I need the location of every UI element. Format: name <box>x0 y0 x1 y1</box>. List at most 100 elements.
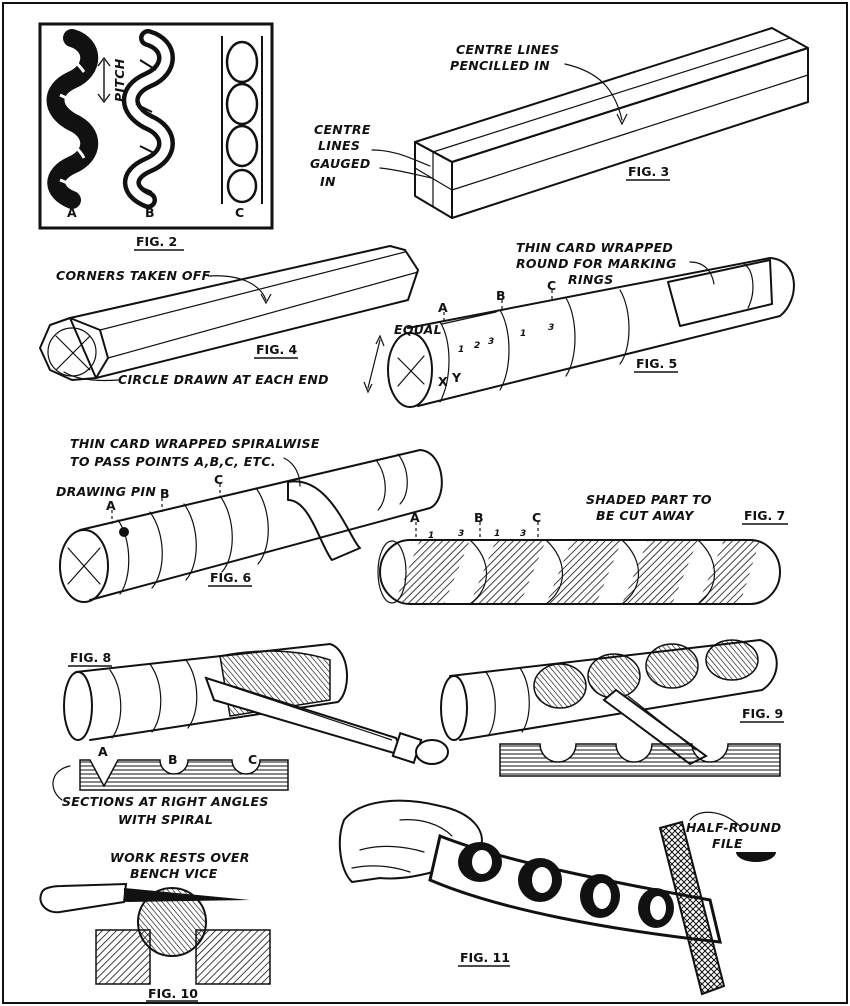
fig2-group: PITCH A B C FIG. 2 <box>38 22 274 251</box>
fig10-rest-label-2: BENCH VICE <box>130 866 218 881</box>
fig8-section-a: A <box>98 744 108 759</box>
fig6-cylinder-end <box>59 529 109 603</box>
fig7-point-c: C <box>532 510 541 525</box>
fig4-bar-end <box>39 317 109 381</box>
fig11-group: HALF-ROUND FILE FIG. 11 <box>338 799 781 996</box>
fig9-caption: FIG. 9 <box>742 706 783 721</box>
fig7-shaded-label-2: BE CUT AWAY <box>596 508 695 523</box>
fig11-file-label-2: FILE <box>712 836 743 851</box>
fig5-ring-number-2: 2 <box>474 341 480 351</box>
fig11-half-round-file <box>658 820 726 996</box>
fig3-gauged-label-2: LINES <box>318 138 360 153</box>
fig9-section <box>499 743 781 777</box>
fig8-sections-label-2: WITH SPIRAL <box>118 812 213 827</box>
fig2-label-c: C <box>235 205 244 220</box>
fig3-block-end <box>414 141 453 219</box>
fig7-number-3: 1 <box>494 529 500 539</box>
fig6-point-a: A <box>106 498 116 513</box>
fig10-caption: FIG. 10 <box>148 986 198 1001</box>
fig4-circle-label: CIRCLE DRAWN AT EACH END <box>118 372 329 387</box>
fig5-cylinder-end <box>387 332 433 408</box>
fig2-pitch-label: PITCH <box>112 58 127 102</box>
fig4-corners-label: CORNERS TAKEN OFF <box>56 268 211 283</box>
fig7-number-2: 3 <box>458 529 464 539</box>
fig11-caption: FIG. 11 <box>460 950 510 965</box>
fig11-file-section-icon <box>736 852 776 862</box>
fig10-tool-blade <box>124 888 250 902</box>
fig10-group: WORK RESTS OVER BENCH VICE FIG. 10 <box>39 850 271 1002</box>
fig2-spiral-b <box>121 29 175 209</box>
fig11-file-label-1: HALF-ROUND <box>686 820 781 835</box>
fig7-shaded-band-3 <box>546 540 622 604</box>
fig5-x-label: X <box>438 374 448 389</box>
fig5-cylinder <box>407 257 795 407</box>
fig8-chisel-handle <box>415 739 449 765</box>
fig6-cylinder <box>79 449 443 601</box>
fig8-group: A B C SECTIONS AT RIGHT ANGLES WITH SPIR… <box>52 643 449 827</box>
fig7-shaded-band-5 <box>698 540 760 604</box>
fig7-shaded-band-1 <box>394 540 470 604</box>
fig10-workpiece-section <box>137 887 207 957</box>
fig2-caption: FIG. 2 <box>136 234 177 249</box>
fig3-gauged-label-1: CENTRE <box>314 122 371 137</box>
fig8-section-c: C <box>248 752 257 767</box>
fig6-card-label-1: THIN CARD WRAPPED SPIRALWISE <box>70 436 320 451</box>
fig6-pin-label: DRAWING PIN <box>56 484 156 499</box>
fig6-caption: FIG. 6 <box>210 570 252 585</box>
fig7-caption: FIG. 7 <box>744 508 785 523</box>
fig3-pencilled-label-2: PENCILLED IN <box>450 58 550 73</box>
fig5-ring-number-3: 3 <box>488 337 494 347</box>
fig8-caption: FIG. 8 <box>70 650 111 665</box>
fig8-section-b: B <box>168 752 178 767</box>
fig10-vice-jaw-right <box>195 929 271 985</box>
fig5-equal-label: EQUAL <box>394 322 442 337</box>
fig6-group: A B C DRAWING PIN THIN CARD WRAPPED SPIR… <box>56 436 443 603</box>
fig8-sections <box>79 759 289 791</box>
fig2-spiral-a <box>46 29 99 209</box>
fig5-ring-number-1: 1 <box>458 345 464 355</box>
fig7-point-a: A <box>410 510 420 525</box>
fig6-point-c: C <box>214 472 223 487</box>
fig4-octagonal-bar <box>69 245 419 379</box>
fig5-card-wrap <box>667 259 773 327</box>
fig2-frame <box>38 22 274 230</box>
fig2-label-a: A <box>67 205 77 220</box>
fig5-ring-number-5: 3 <box>548 323 554 333</box>
fig8-workpiece <box>75 643 349 741</box>
fig5-card-label-2: ROUND FOR MARKING <box>516 256 677 271</box>
fig3-caption: FIG. 3 <box>628 164 669 179</box>
fig5-point-b: B <box>496 288 506 303</box>
fig7-group: A B C 1 3 1 3 SHADED PART TO BE CUT AWAY… <box>377 492 788 605</box>
fig3-pencilled-label-1: CENTRE LINES <box>456 42 559 57</box>
fig9-workpiece <box>449 639 778 741</box>
fig5-card-label-3: RINGS <box>568 272 614 287</box>
fig7-shaded-label-1: SHADED PART TO <box>586 492 712 507</box>
fig10-vice-jaw-left <box>95 929 151 985</box>
fig7-shaded-band-2 <box>470 540 546 604</box>
fig10-rest-label-1: WORK RESTS OVER <box>110 850 250 865</box>
fig5-caption: FIG. 5 <box>636 356 677 371</box>
fig5-group: A B C 1 2 3 1 3 X Y EQUAL THIN CARD WRAP… <box>363 240 795 408</box>
fig2-spiral-c <box>221 36 263 204</box>
fig3-gauged-label-4: IN <box>320 174 336 189</box>
fig7-shaded-band-4 <box>622 540 698 604</box>
fig9-group: FIG. 9 <box>440 639 784 777</box>
fig6-card-label-2: TO PASS POINTS A,B,C, ETC. <box>70 454 276 469</box>
fig4-group: CORNERS TAKEN OFF CIRCLE DRAWN AT EACH E… <box>39 245 419 387</box>
fig3-group: CENTRE LINES PENCILLED IN CENTRE LINES G… <box>310 27 809 219</box>
fig7-point-b: B <box>474 510 484 525</box>
fig5-ring-number-4: 1 <box>520 329 526 339</box>
fig2-label-b: B <box>145 205 155 220</box>
fig5-y-label: Y <box>451 370 462 385</box>
fig10-tool-handle <box>39 882 128 914</box>
fig4-caption: FIG. 4 <box>256 342 298 357</box>
fig7-number-4: 3 <box>520 529 526 539</box>
fig5-point-a: A <box>438 300 448 315</box>
fig5-point-c: C <box>547 278 556 293</box>
fig7-number-1: 1 <box>428 531 434 541</box>
fig6-drawing-pin <box>119 527 129 537</box>
fig8-sections-label-1: SECTIONS AT RIGHT ANGLES <box>62 794 269 809</box>
fig3-gauged-label-3: GAUGED <box>310 156 371 171</box>
